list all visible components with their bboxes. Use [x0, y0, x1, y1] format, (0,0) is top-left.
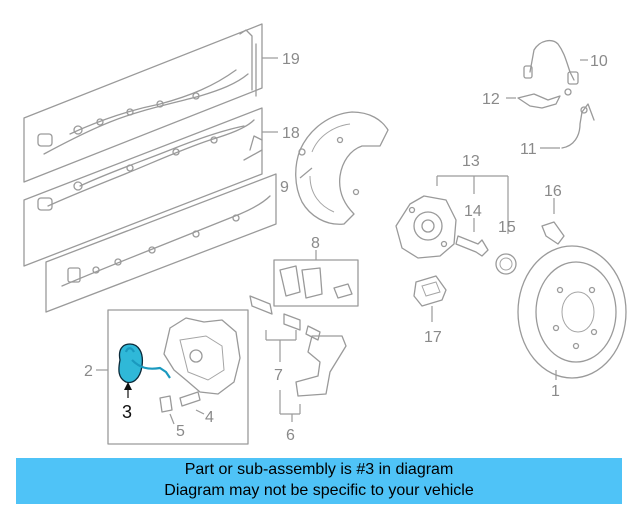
caliper-panel-2 [96, 309, 249, 445]
callout-10: 10 [590, 53, 608, 70]
callout-18: 18 [282, 125, 300, 142]
callout-17: 17 [424, 329, 442, 346]
hose-10 [523, 39, 588, 85]
pad-kit-8 [273, 250, 359, 307]
callout-8: 8 [311, 235, 320, 252]
callout-16: 16 [544, 183, 562, 200]
guide-7 [249, 295, 321, 362]
sensor-16 [541, 198, 565, 245]
callout-5: 5 [176, 423, 185, 440]
backing-plate-9 [295, 111, 389, 225]
hub-assembly-13 [395, 175, 509, 259]
seal-17 [413, 275, 447, 322]
carrier-6 [279, 335, 347, 422]
callout-14: 14 [464, 203, 482, 220]
callout-3: 3 [122, 402, 132, 422]
callout-6: 6 [286, 427, 295, 444]
banner-line-1: Part or sub-assembly is #3 in diagram [184, 461, 454, 478]
hose-11 [540, 103, 595, 149]
callout-11: 11 [520, 141, 537, 158]
cap-15 [495, 253, 517, 275]
callout-labels: 1 2 3 4 5 6 7 8 9 10 11 12 13 14 15 16 1… [84, 51, 608, 444]
callout-7: 7 [274, 367, 283, 384]
panel-19-wear-sensor [23, 23, 263, 183]
parts-diagram: 1 2 3 4 5 6 7 8 9 10 11 12 13 14 15 16 1… [23, 23, 627, 445]
callout-1: 1 [551, 383, 560, 400]
info-banner: Part or sub-assembly is #3 in diagram Di… [16, 458, 622, 504]
callout-19: 19 [282, 51, 300, 68]
part-3-highlighted [118, 343, 171, 398]
panel-harness [45, 173, 277, 313]
callout-13: 13 [462, 153, 480, 170]
panel-18-wear-sensor [23, 107, 263, 267]
bracket-12 [506, 88, 572, 109]
callout-9: 9 [280, 179, 289, 196]
callout-2: 2 [84, 363, 93, 380]
callout-15: 15 [498, 219, 516, 236]
banner-line-2: Diagram may not be specific to your vehi… [164, 482, 474, 499]
rotor-1 [517, 245, 627, 380]
bolt-14 [455, 218, 489, 257]
callout-12: 12 [482, 91, 500, 108]
callout-4: 4 [205, 409, 214, 426]
